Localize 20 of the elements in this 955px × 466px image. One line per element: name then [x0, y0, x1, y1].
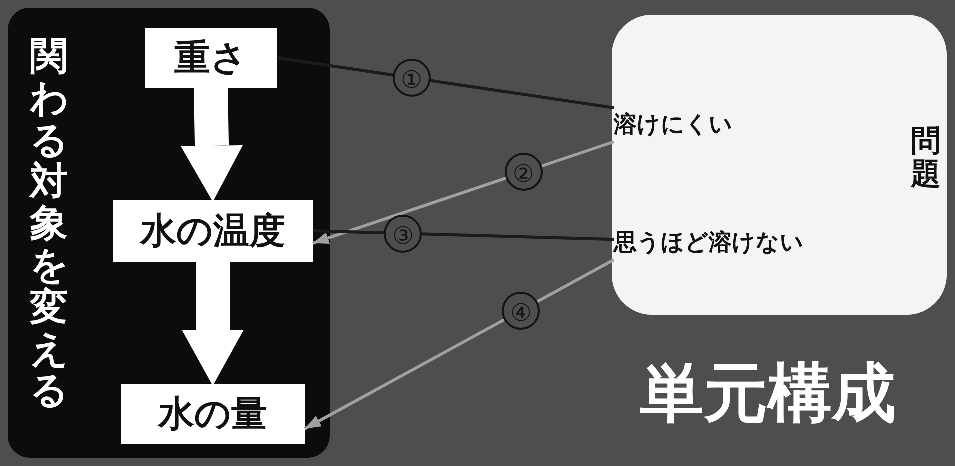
vertical-heading: 問題 — [911, 125, 941, 191]
edge-label: ③ — [384, 214, 422, 253]
vertical-heading: 関わる対象を変える — [30, 36, 68, 412]
block-arrow — [182, 262, 244, 386]
topic-box: 重さ — [145, 28, 277, 88]
title: 単元構成 — [640, 355, 896, 433]
connector-line — [276, 56, 614, 110]
problem-text: 溶けにくい — [614, 108, 738, 142]
block-arrow — [181, 88, 244, 202]
topic-box: 水の温度 — [113, 200, 313, 262]
edge-label: ④ — [502, 292, 540, 330]
arrow — [304, 258, 615, 430]
topic-box: 水の量 — [121, 384, 305, 444]
connector-line — [312, 230, 614, 242]
dark-panel — [8, 8, 330, 458]
edge-label: ① — [392, 59, 431, 97]
arrow — [312, 140, 614, 245]
problem-panel — [612, 15, 947, 315]
problem-text: 思うほど溶けない — [614, 226, 804, 260]
edge-label: ② — [504, 153, 543, 192]
